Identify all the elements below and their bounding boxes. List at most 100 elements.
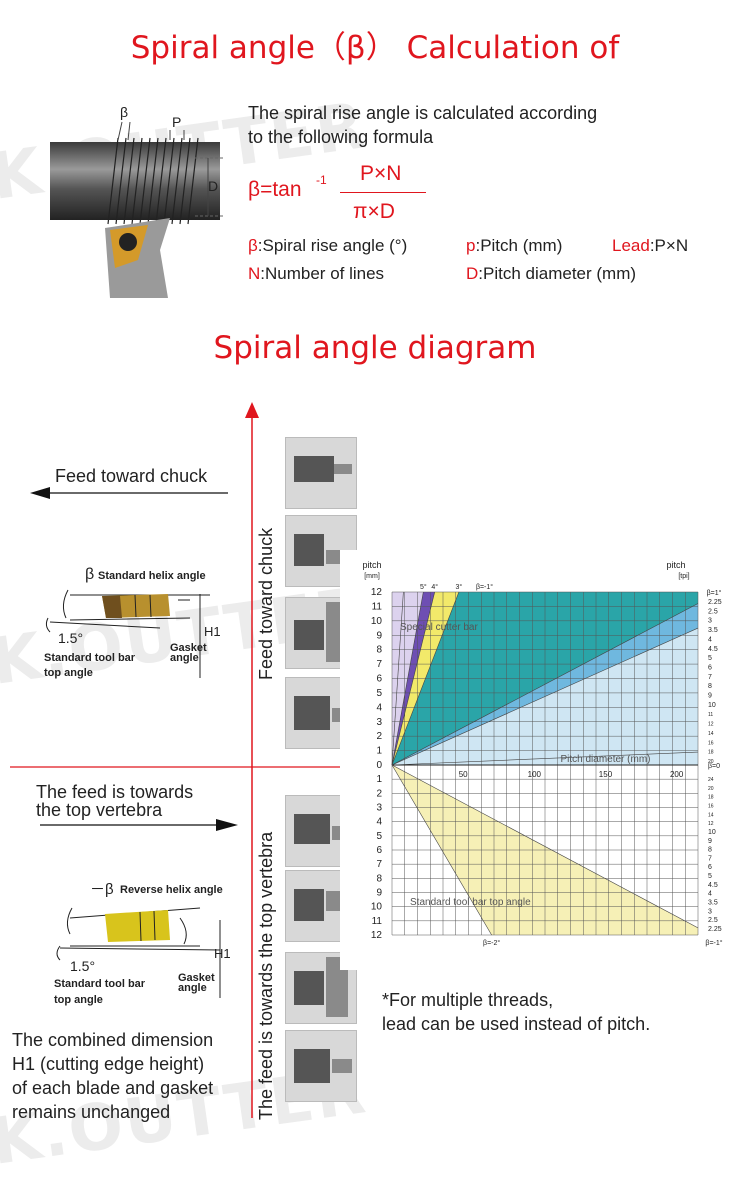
formula-numerator: P×N xyxy=(360,162,402,185)
tpi-tick-upper: 14 xyxy=(708,731,714,737)
rev-h1: H1 xyxy=(214,946,231,961)
rev-bar-1: Standard tool bar xyxy=(54,978,146,990)
right-mid-label: β=0 xyxy=(708,763,720,770)
formula-lhs: β=tan xyxy=(248,178,302,201)
thread-beta-label: β xyxy=(120,104,129,120)
tpi-tick-lower: 5 xyxy=(708,873,712,880)
y-tick-lower: 2 xyxy=(376,788,382,799)
tpi-tick-upper: 10 xyxy=(708,702,716,709)
left-axis-unit: [mm] xyxy=(364,573,380,580)
tpi-tick-lower: 18 xyxy=(708,795,714,801)
tpi-tick-lower: 4 xyxy=(708,891,712,898)
y-tick-lower: 12 xyxy=(371,930,383,941)
x-axis-label: Pitch diameter (mm) xyxy=(560,754,650,765)
note-line2: lead can be used instead of pitch. xyxy=(382,1014,651,1034)
reverse-helix-diagram: －β Reverse helix angle 1.5° H1 Gasket an… xyxy=(50,878,250,1008)
legend-pitch: p:Pitch (mm) xyxy=(466,236,563,255)
formula-intro-line1: The spiral rise angle is calculated acco… xyxy=(248,103,598,123)
combined-line2: H1 (cutting edge height) xyxy=(12,1054,205,1074)
machining-photo-1 xyxy=(285,437,357,509)
y-tick-upper: 7 xyxy=(376,659,382,670)
angle-line xyxy=(391,603,699,766)
std-deg: 1.5° xyxy=(58,630,84,646)
tpi-tick-upper: 5 xyxy=(708,655,712,662)
tpi-tick-upper: 2.5 xyxy=(708,608,718,615)
formula-denominator: π×D xyxy=(353,200,395,223)
y-tick-lower: 10 xyxy=(371,902,383,913)
angle-line xyxy=(391,591,424,766)
thread-d-label: D xyxy=(208,178,219,194)
rev-gasket-1: Gasket xyxy=(178,972,215,984)
tpi-tick-lower: 7 xyxy=(708,855,712,862)
thread-illustration: β P D xyxy=(20,100,235,300)
arrow-left xyxy=(30,487,228,499)
y-tick-upper: 6 xyxy=(376,674,382,685)
tpi-tick-lower: 9 xyxy=(708,838,712,845)
angle-line xyxy=(391,764,699,929)
legend-lines: N:Number of lines xyxy=(248,264,385,283)
bottom-label: β=-2° xyxy=(483,939,500,947)
feed-chuck-label: Feed toward chuck xyxy=(55,466,208,486)
arrow-right xyxy=(40,819,238,831)
angle-line xyxy=(391,591,404,766)
y-tick-lower: 8 xyxy=(376,873,382,884)
right-axis-label: pitch xyxy=(666,560,685,570)
angle-line xyxy=(391,591,435,766)
vertical-feed-vertebra: The feed is towards the top vertebra xyxy=(256,831,276,1120)
angle-label: β=-1° xyxy=(476,583,493,591)
y-tick-upper: 9 xyxy=(376,630,382,641)
y-tick-lower: 4 xyxy=(376,817,382,828)
combined-line3: of each blade and gasket xyxy=(12,1078,214,1098)
tpi-tick-lower: 14 xyxy=(708,812,714,818)
x-tick: 50 xyxy=(459,770,468,779)
right-top-label: β=1° xyxy=(707,589,722,597)
tpi-tick-lower: 3.5 xyxy=(708,900,718,907)
section-title: Spiral angle diagram xyxy=(213,330,537,366)
tpi-tick-upper: 16 xyxy=(708,740,714,746)
formula-exponent: -1 xyxy=(316,173,327,187)
std-h1: H1 xyxy=(204,624,221,639)
tpi-tick-upper: 4 xyxy=(708,636,712,643)
thread-p-label: P xyxy=(172,114,182,130)
std-gasket-2: angle xyxy=(170,652,199,664)
tpi-tick-lower: 3 xyxy=(708,908,712,915)
formula: β=tan -1 P×N π×D xyxy=(248,160,448,228)
tpi-tick-upper: 8 xyxy=(708,683,712,690)
tpi-tick-lower: 6 xyxy=(708,864,712,871)
legend-beta: β:Spiral rise angle (°) xyxy=(248,236,408,255)
angle-label: 5° xyxy=(420,583,427,591)
tpi-tick-lower: 16 xyxy=(708,803,714,809)
tpi-tick-upper: 11 xyxy=(708,712,713,718)
formula-fraction-bar xyxy=(340,192,426,193)
tpi-tick-upper: 3.5 xyxy=(708,627,718,634)
page-title: Spiral angle（β） Calculation of xyxy=(130,30,620,66)
y-tick-lower: 9 xyxy=(376,888,382,899)
tpi-tick-lower: 2.25 xyxy=(708,926,722,933)
y-tick-lower: 11 xyxy=(372,916,383,927)
left-axis-label: pitch xyxy=(362,560,381,570)
y-tick-upper: 8 xyxy=(376,645,382,656)
y-tick-lower: 1 xyxy=(376,774,382,785)
angle-label: 4° xyxy=(431,583,438,591)
tpi-tick-lower: 8 xyxy=(708,847,712,854)
tpi-tick-upper: 12 xyxy=(708,722,714,728)
tpi-tick-lower: 4.5 xyxy=(708,882,718,889)
y-tick-lower: 5 xyxy=(376,831,382,842)
bottom-label: β=-1° xyxy=(705,939,722,947)
tpi-tick-lower: 12 xyxy=(708,821,714,827)
y-tick-upper: 3 xyxy=(376,717,382,728)
angle-line xyxy=(391,591,460,766)
standard-helix-diagram: β Standard helix angle 1.5° H1 Gasket an… xyxy=(40,560,240,690)
legend-diameter: D:Pitch diameter (mm) xyxy=(466,264,637,283)
y-tick-upper: 0 xyxy=(376,760,382,771)
tpi-tick-upper: 2.25 xyxy=(708,599,722,606)
lower-region-label: Standard tool bar top angle xyxy=(410,897,531,908)
std-gasket-1: Gasket xyxy=(170,642,207,654)
combined-line1: The combined dimension xyxy=(12,1030,214,1050)
upper-region-label: Special cutter bar xyxy=(400,622,478,633)
angle-label: 3° xyxy=(456,583,463,591)
y-tick-lower: 3 xyxy=(376,803,382,814)
y-tick-upper: 11 xyxy=(372,601,383,612)
formula-intro-line2: to the following formula xyxy=(248,127,434,147)
